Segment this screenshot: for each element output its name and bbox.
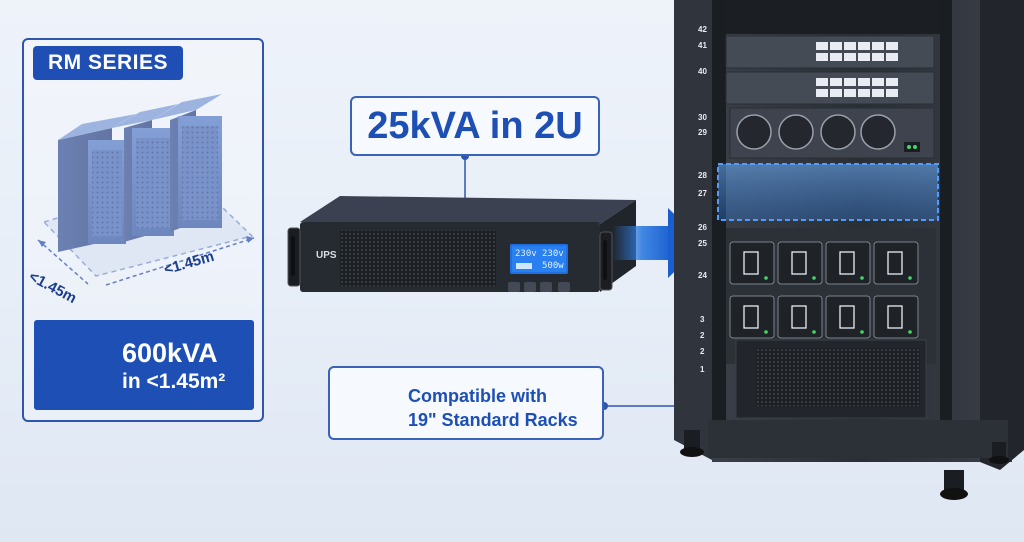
rack-unit-number: 29 (698, 128, 707, 137)
rack-unit-number: 24 (698, 271, 707, 280)
cabinet-group (58, 94, 222, 252)
series-badge: RM SERIES (33, 46, 183, 80)
rack-unit-number: 1 (700, 365, 705, 374)
rack-unit-number: 40 (698, 67, 707, 76)
compatibility-line1: Compatible with (408, 386, 547, 406)
capacity-value: 600kVA (122, 338, 218, 368)
rack-unit-number: 26 (698, 223, 707, 232)
lcd-input-voltage: 230v (515, 249, 537, 259)
rack-unit-number: 2 (700, 347, 705, 356)
server-rack (674, 0, 1024, 500)
lcd-output-power: 500w (542, 261, 564, 271)
rack-unit-number: 30 (698, 113, 707, 122)
ups-brand-label: UPS (316, 250, 337, 261)
capacity-box (34, 320, 254, 410)
rack-unit-number: 2 (700, 331, 705, 340)
rack-unit-number: 3 (700, 315, 705, 324)
rack-unit-number: 27 (698, 189, 707, 198)
rack-unit-number: 41 (698, 41, 707, 50)
rack-unit-number: 28 (698, 171, 707, 180)
capacity-footprint: in <1.45m² (122, 370, 226, 393)
rack-unit-number: 42 (698, 25, 707, 34)
compatibility-callout (328, 366, 604, 440)
ups-lcd-display: 230v 230v 500w (515, 249, 564, 271)
rack-unit-scale: 42 41 40 30 29 28 27 26 25 24 3 2 2 1 (698, 25, 707, 374)
ups-unit (287, 196, 636, 292)
compatibility-text: Compatible with 19" Standard Racks (408, 384, 578, 432)
compatibility-line2: 19" Standard Racks (408, 410, 578, 430)
lcd-output-voltage: 230v (542, 249, 564, 259)
rack-unit-number: 25 (698, 239, 707, 248)
headline-callout: 25kVA in 2U (350, 96, 600, 156)
